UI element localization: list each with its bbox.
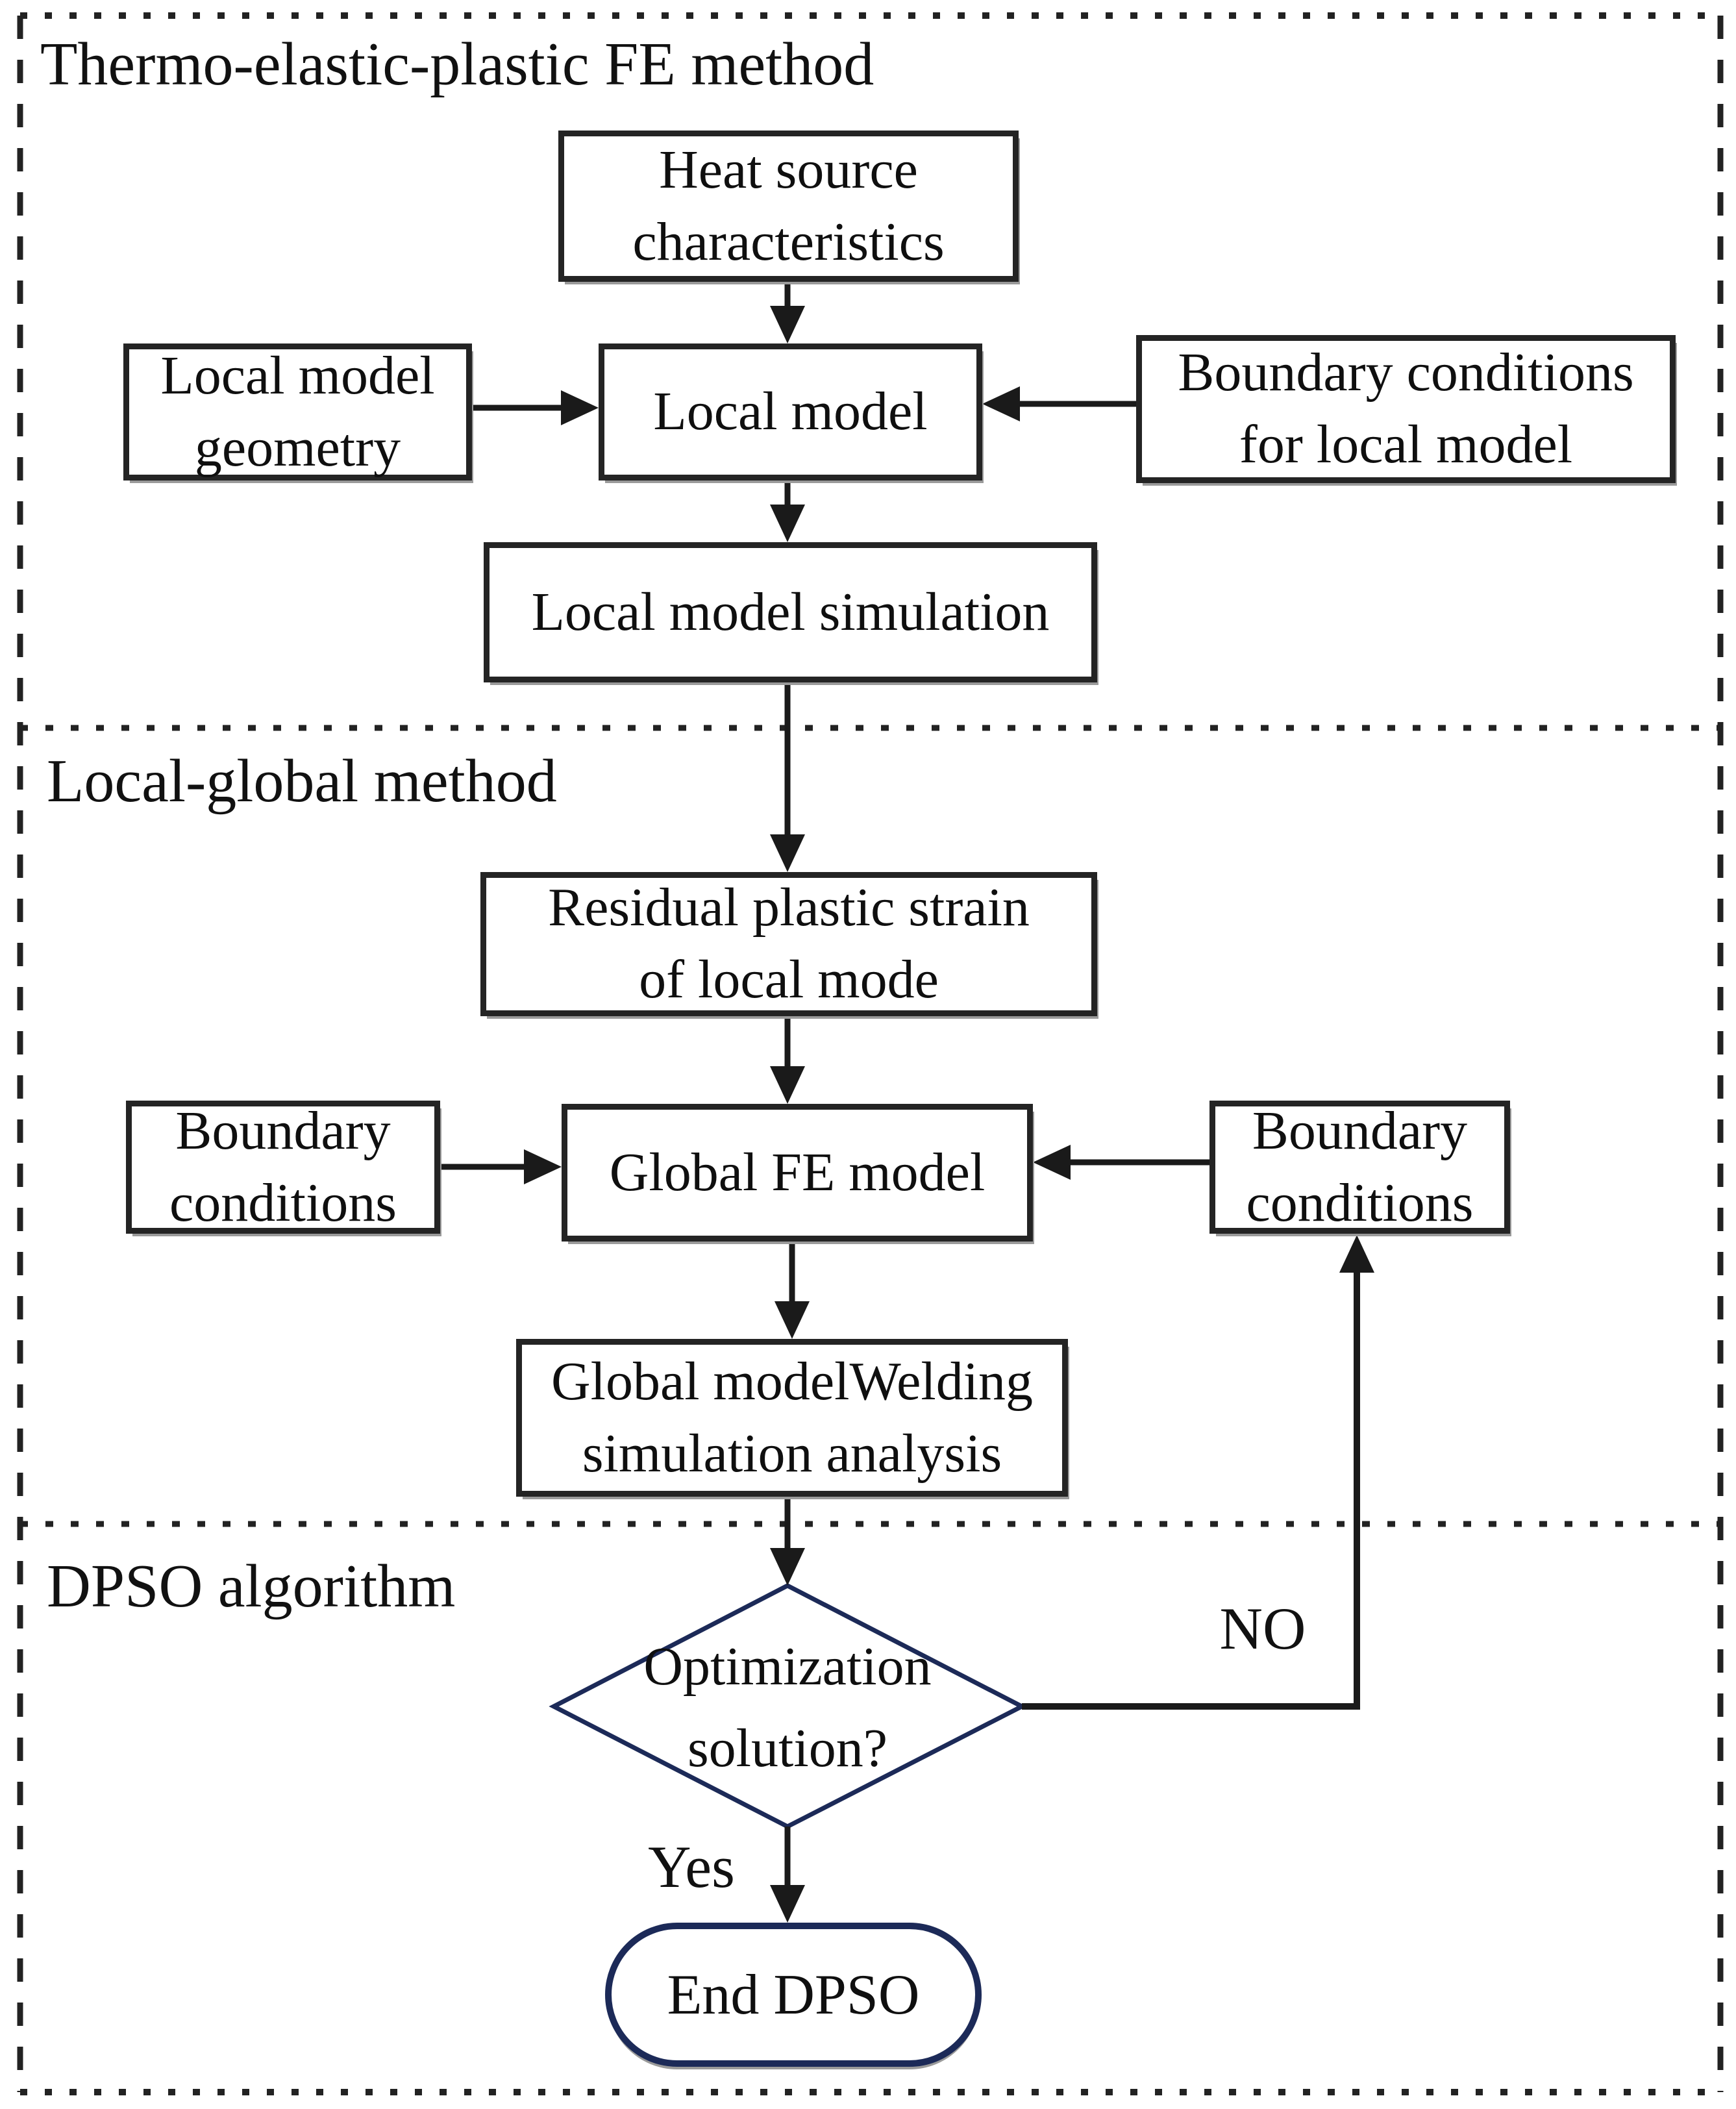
arrowhead-welding-to-decision <box>770 1548 805 1586</box>
arrowhead-heat-to-localmodel <box>770 306 805 343</box>
node-local-model-simulation: Local model simulation <box>484 542 1097 682</box>
section-label-dpso: DPSO algorithm <box>47 1553 456 1620</box>
arrowhead-geometry-to-localmodel <box>561 390 599 425</box>
arrow-no-feedback-path <box>1022 1271 1360 1710</box>
node-boundary-conditions-right: Boundary conditions <box>1209 1101 1510 1234</box>
node-optimization-decision: Optimization solution? <box>643 1636 932 1778</box>
node-global-fe-model: Global FE model <box>562 1104 1033 1242</box>
arrowhead-globalfe-to-welding <box>775 1301 810 1339</box>
edge-label-no: NO <box>1219 1595 1306 1662</box>
section-label-thermo-elastic-plastic: Thermo-elastic-plastic FE method <box>40 31 874 98</box>
arrowhead-bcright-to-globalfe <box>1033 1145 1071 1180</box>
arrowhead-bclocal-to-localmodel <box>982 386 1020 421</box>
node-end-dpso: End DPSO <box>605 1923 982 2067</box>
node-residual-plastic-strain: Residual plastic strain of local mode <box>480 872 1097 1016</box>
node-heat-source-characteristics: Heat source characteristics <box>558 131 1019 282</box>
node-local-model-geometry: Local model geometry <box>123 343 472 480</box>
node-global-welding-analysis: Global modelWelding simulation analysis <box>516 1339 1068 1497</box>
arrowhead-localmodel-to-simulation <box>770 505 805 542</box>
arrowhead-simulation-to-residual <box>770 834 805 872</box>
arrowhead-bcleft-to-globalfe <box>524 1149 562 1184</box>
arrowhead-yes-to-end <box>770 1885 805 1923</box>
arrowhead-residual-to-globalfe <box>770 1066 805 1104</box>
arrowhead-no-feedback <box>1339 1235 1374 1273</box>
node-boundary-conditions-left: Boundary conditions <box>126 1101 440 1234</box>
section-label-local-global: Local-global method <box>47 747 557 815</box>
node-local-model: Local model <box>599 343 982 480</box>
edge-label-yes: Yes <box>648 1834 735 1900</box>
node-boundary-conditions-for-local-model: Boundary conditions for local model <box>1136 335 1676 483</box>
